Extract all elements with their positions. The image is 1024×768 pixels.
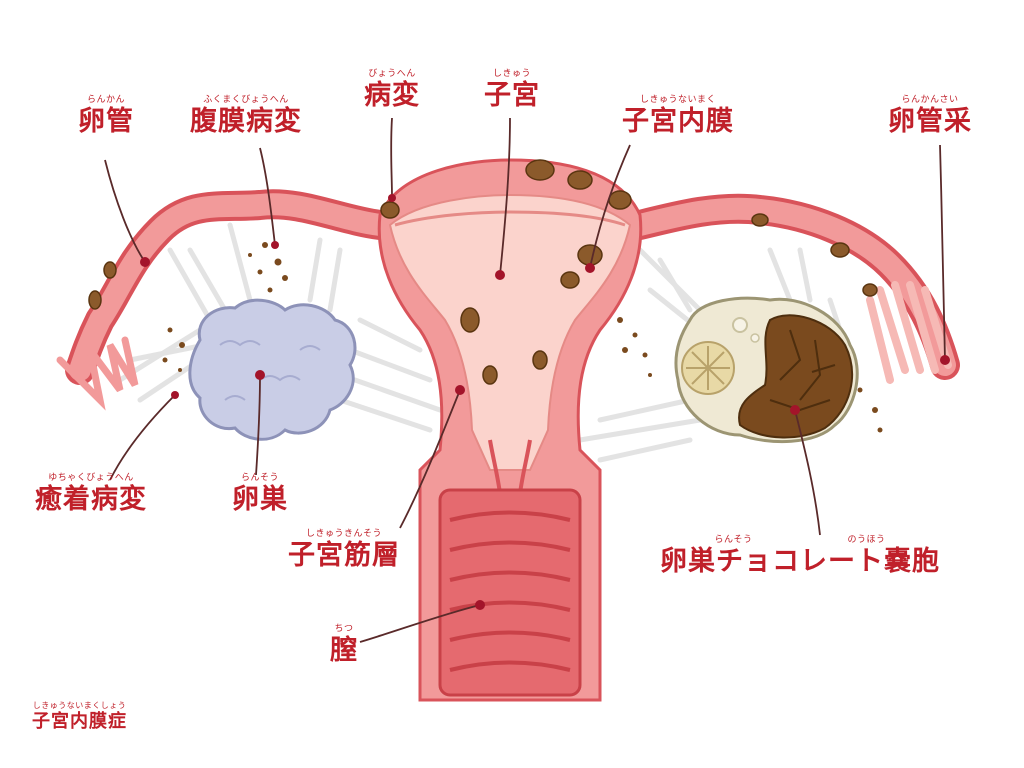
label-text: 卵管采 [888,106,972,137]
label-vagina: ちつ 膣 [330,624,358,666]
ruby: らんかんさい [901,95,959,105]
label-chocolate-cyst: らんそう のうほう 卵巣チョコレート嚢胞 [660,535,940,577]
ruby: ちつ [334,624,354,634]
ligaments [117,222,853,463]
ruby: ふくまくびょうへん [203,95,289,105]
ruby: らんそう [240,473,279,483]
label-text: 卵管 [78,106,134,137]
left-fallopian-tube [56,189,395,411]
ruby: しきゅうないまく [639,95,716,105]
label-peritoneal-lesion: ふくまくびょうへん 腹膜病変 [190,95,302,137]
label-text: 子宮内膜 [622,106,734,137]
ruby: しきゅうないまくしょう [32,701,127,710]
label-uterus: しきゅう 子宮 [484,69,540,111]
leader-lines [104,117,946,643]
label-endometrium: しきゅうないまく 子宮内膜 [622,95,734,137]
label-ovary: らんそう 卵巣 [232,473,288,515]
ruby: びょうへん [368,69,416,79]
peritoneal-dots [162,242,883,433]
ruby: らんかん [86,95,125,105]
label-lesion: びょうへん 病変 [364,69,420,111]
ruby: しきゅうきんそう [305,529,382,539]
label-adhesion-lesion: ゆちゃくびょうへん 癒着病変 [35,473,147,515]
title-text: 子宮内膜症 [32,711,127,732]
label-myometrium: しきゅうきんそう 子宮筋層 [288,529,400,571]
diagram-title: しきゅうないまくしょう 子宮内膜症 [32,702,127,731]
label-text: 子宮 [484,80,540,111]
right-fallopian-tube [625,193,960,384]
label-text: 子宮筋層 [288,540,400,571]
ruby: しきゅう [492,69,531,79]
ruby: らんそう のうほう [714,535,886,545]
endometrial-lesions [88,159,878,385]
label-text: 腹膜病変 [190,106,302,137]
ruby: ゆちゃくびょうへん [48,473,134,483]
label-text: 膣 [330,635,358,666]
label-fimbriae: らんかんさい 卵管采 [888,95,972,137]
label-text: 病変 [364,80,420,111]
label-text: 卵巣 [232,484,288,515]
left-ovary [188,298,357,441]
label-text: 癒着病変 [35,484,147,515]
label-text: 卵巣チョコレート嚢胞 [660,546,940,577]
vagina [438,488,582,697]
label-fallopian-tube: らんかん 卵管 [78,95,134,137]
right-ovary-chocolate-cyst [674,296,859,443]
leader-dots [140,194,950,610]
